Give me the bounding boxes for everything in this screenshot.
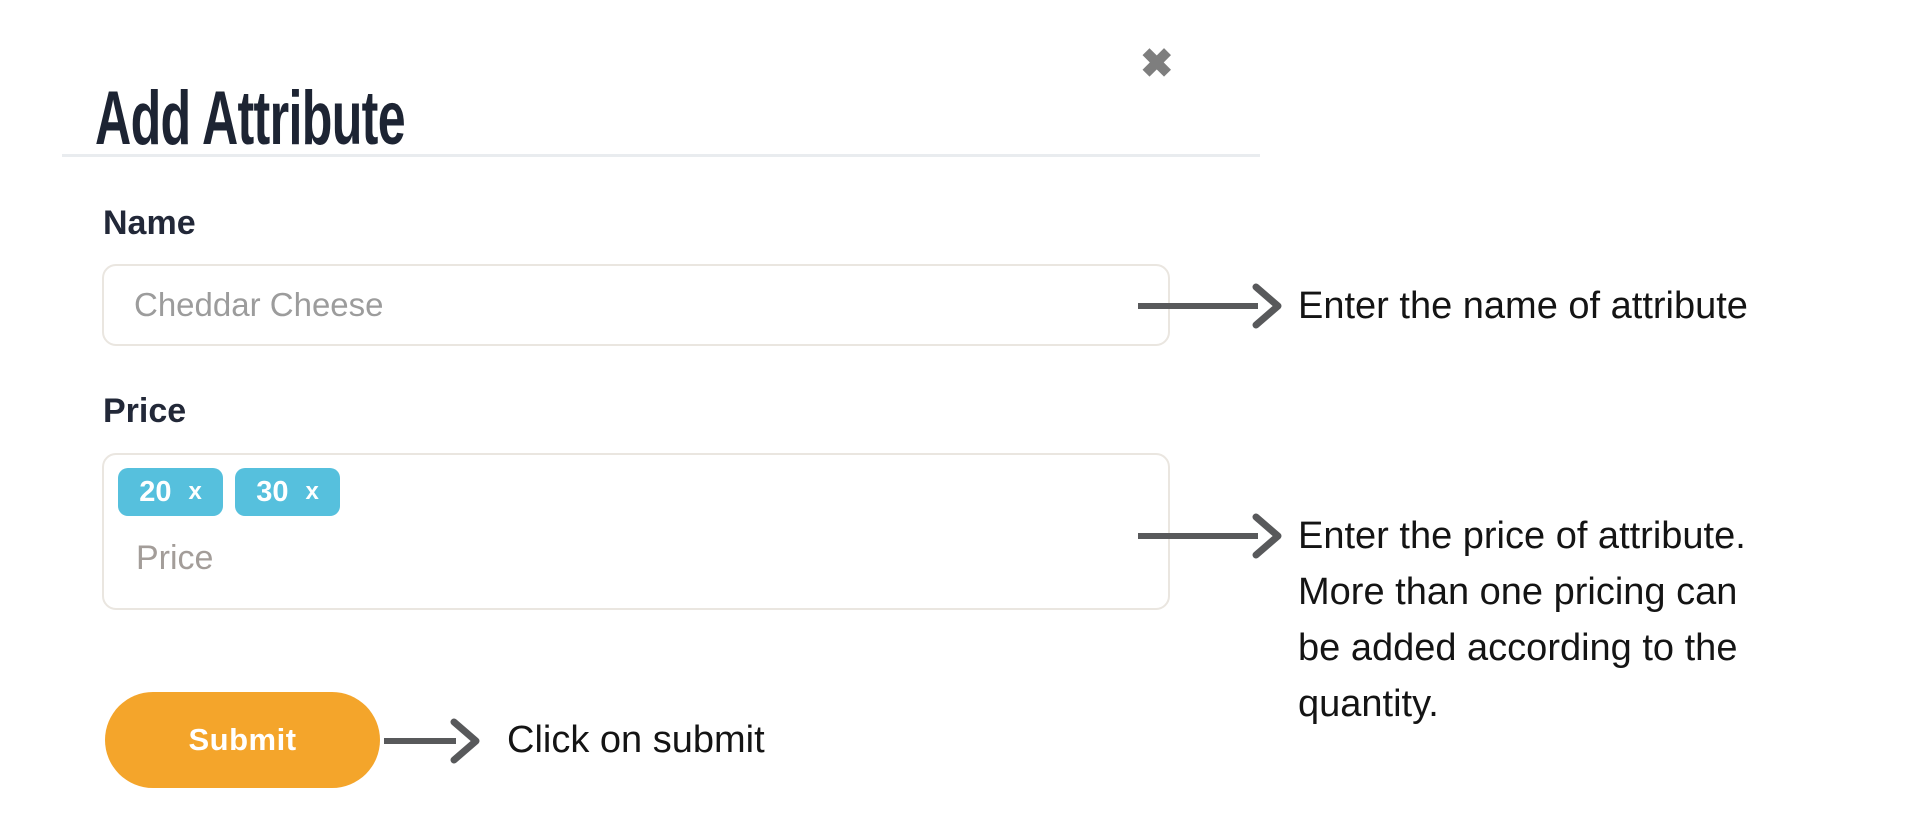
header-divider	[62, 154, 1260, 157]
close-icon[interactable]: ✖	[1140, 42, 1174, 86]
arrow-to-price-hint	[1138, 513, 1282, 559]
price-tag-remove-icon[interactable]: x	[305, 478, 319, 505]
price-tag: 30 x	[235, 468, 340, 516]
name-label: Name	[103, 204, 196, 242]
price-tags-row: 20 x 30 x	[118, 468, 340, 516]
price-hint-text: Enter the price of attribute. More than …	[1298, 508, 1746, 732]
submit-hint-text: Click on submit	[507, 719, 765, 761]
name-input[interactable]	[102, 264, 1170, 346]
price-tag: 20 x	[118, 468, 223, 516]
price-label: Price	[103, 392, 187, 430]
price-hint-line: More than one pricing can	[1298, 571, 1738, 613]
price-hint-line: quantity.	[1298, 683, 1439, 725]
price-input[interactable]	[134, 534, 938, 582]
modal-title: Add Attribute	[95, 75, 406, 161]
price-tag-value: 20	[139, 475, 172, 508]
price-tag-value: 30	[256, 475, 289, 508]
price-hint-line: Enter the price of attribute.	[1298, 515, 1746, 557]
price-tag-remove-icon[interactable]: x	[188, 478, 202, 505]
name-hint-text: Enter the name of attribute	[1298, 285, 1748, 327]
arrow-to-submit-hint	[384, 718, 480, 764]
price-tags-input[interactable]: 20 x 30 x	[102, 453, 1170, 610]
submit-button[interactable]: Submit	[105, 692, 380, 788]
price-hint-line: be added according to the	[1298, 627, 1738, 669]
arrow-to-name-hint	[1138, 283, 1282, 329]
